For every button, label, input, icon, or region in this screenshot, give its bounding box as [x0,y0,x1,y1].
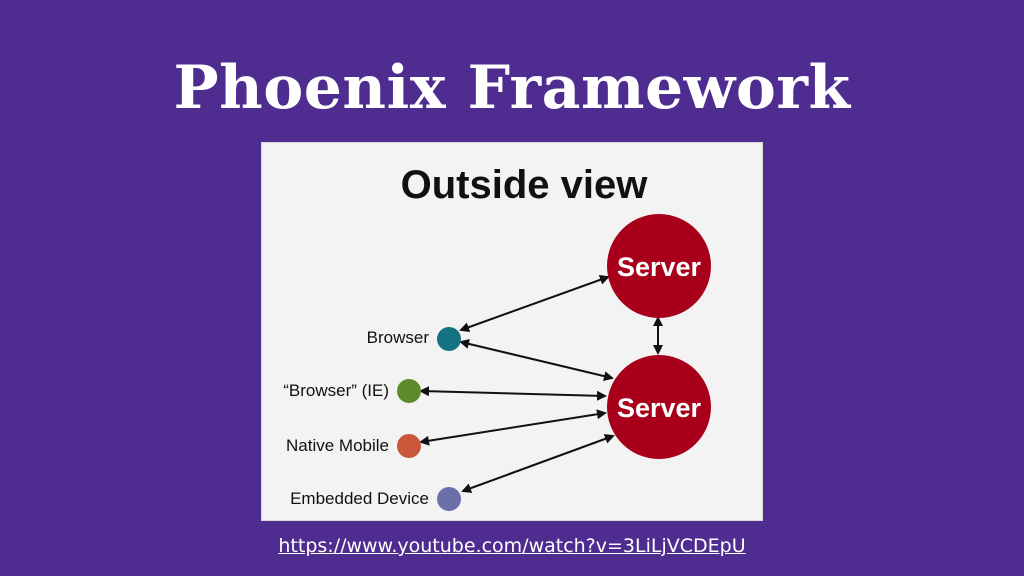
client-label-browser: Browser [367,328,430,347]
client-label-native-mobile: Native Mobile [286,436,389,455]
source-link[interactable]: https://www.youtube.com/watch?v=3LiLjVCD… [278,535,746,557]
teal-circle-node [437,327,461,351]
server-label-bottom: Server [617,393,702,423]
server-label-top: Server [617,252,702,282]
server-circle-bottom [607,355,711,459]
green-circle-node [397,379,421,403]
server-node-top: Server [607,214,711,318]
edge-embedded-server-bottom [461,434,615,493]
server-circle-top [607,214,711,318]
edge-ie-server-bottom [419,386,607,401]
client-embedded-device: Embedded Device [290,487,461,511]
diagram-title: Outside view [401,163,649,207]
client-native-mobile: Native Mobile [286,434,421,458]
edge-mobile-server-bottom [419,409,607,446]
server-node-bottom: Server [607,355,711,459]
client-label-embedded-device: Embedded Device [290,489,429,508]
purple-circle-node [437,487,461,511]
client-browser-ie: “Browser” (IE) [283,379,421,403]
orange-circle-node [397,434,421,458]
outside-view-diagram: Outside view Server Server Browser “Brow… [283,163,711,511]
edge-browser-server-bottom [459,338,614,382]
client-browser: Browser [367,327,461,351]
diagram-panel: Outside view Server Server Browser “Brow… [261,142,763,521]
slide-title: Phoenix Framework [173,53,851,123]
edge-browser-server-top [459,275,610,332]
client-label-browser-ie: “Browser” (IE) [283,381,389,400]
